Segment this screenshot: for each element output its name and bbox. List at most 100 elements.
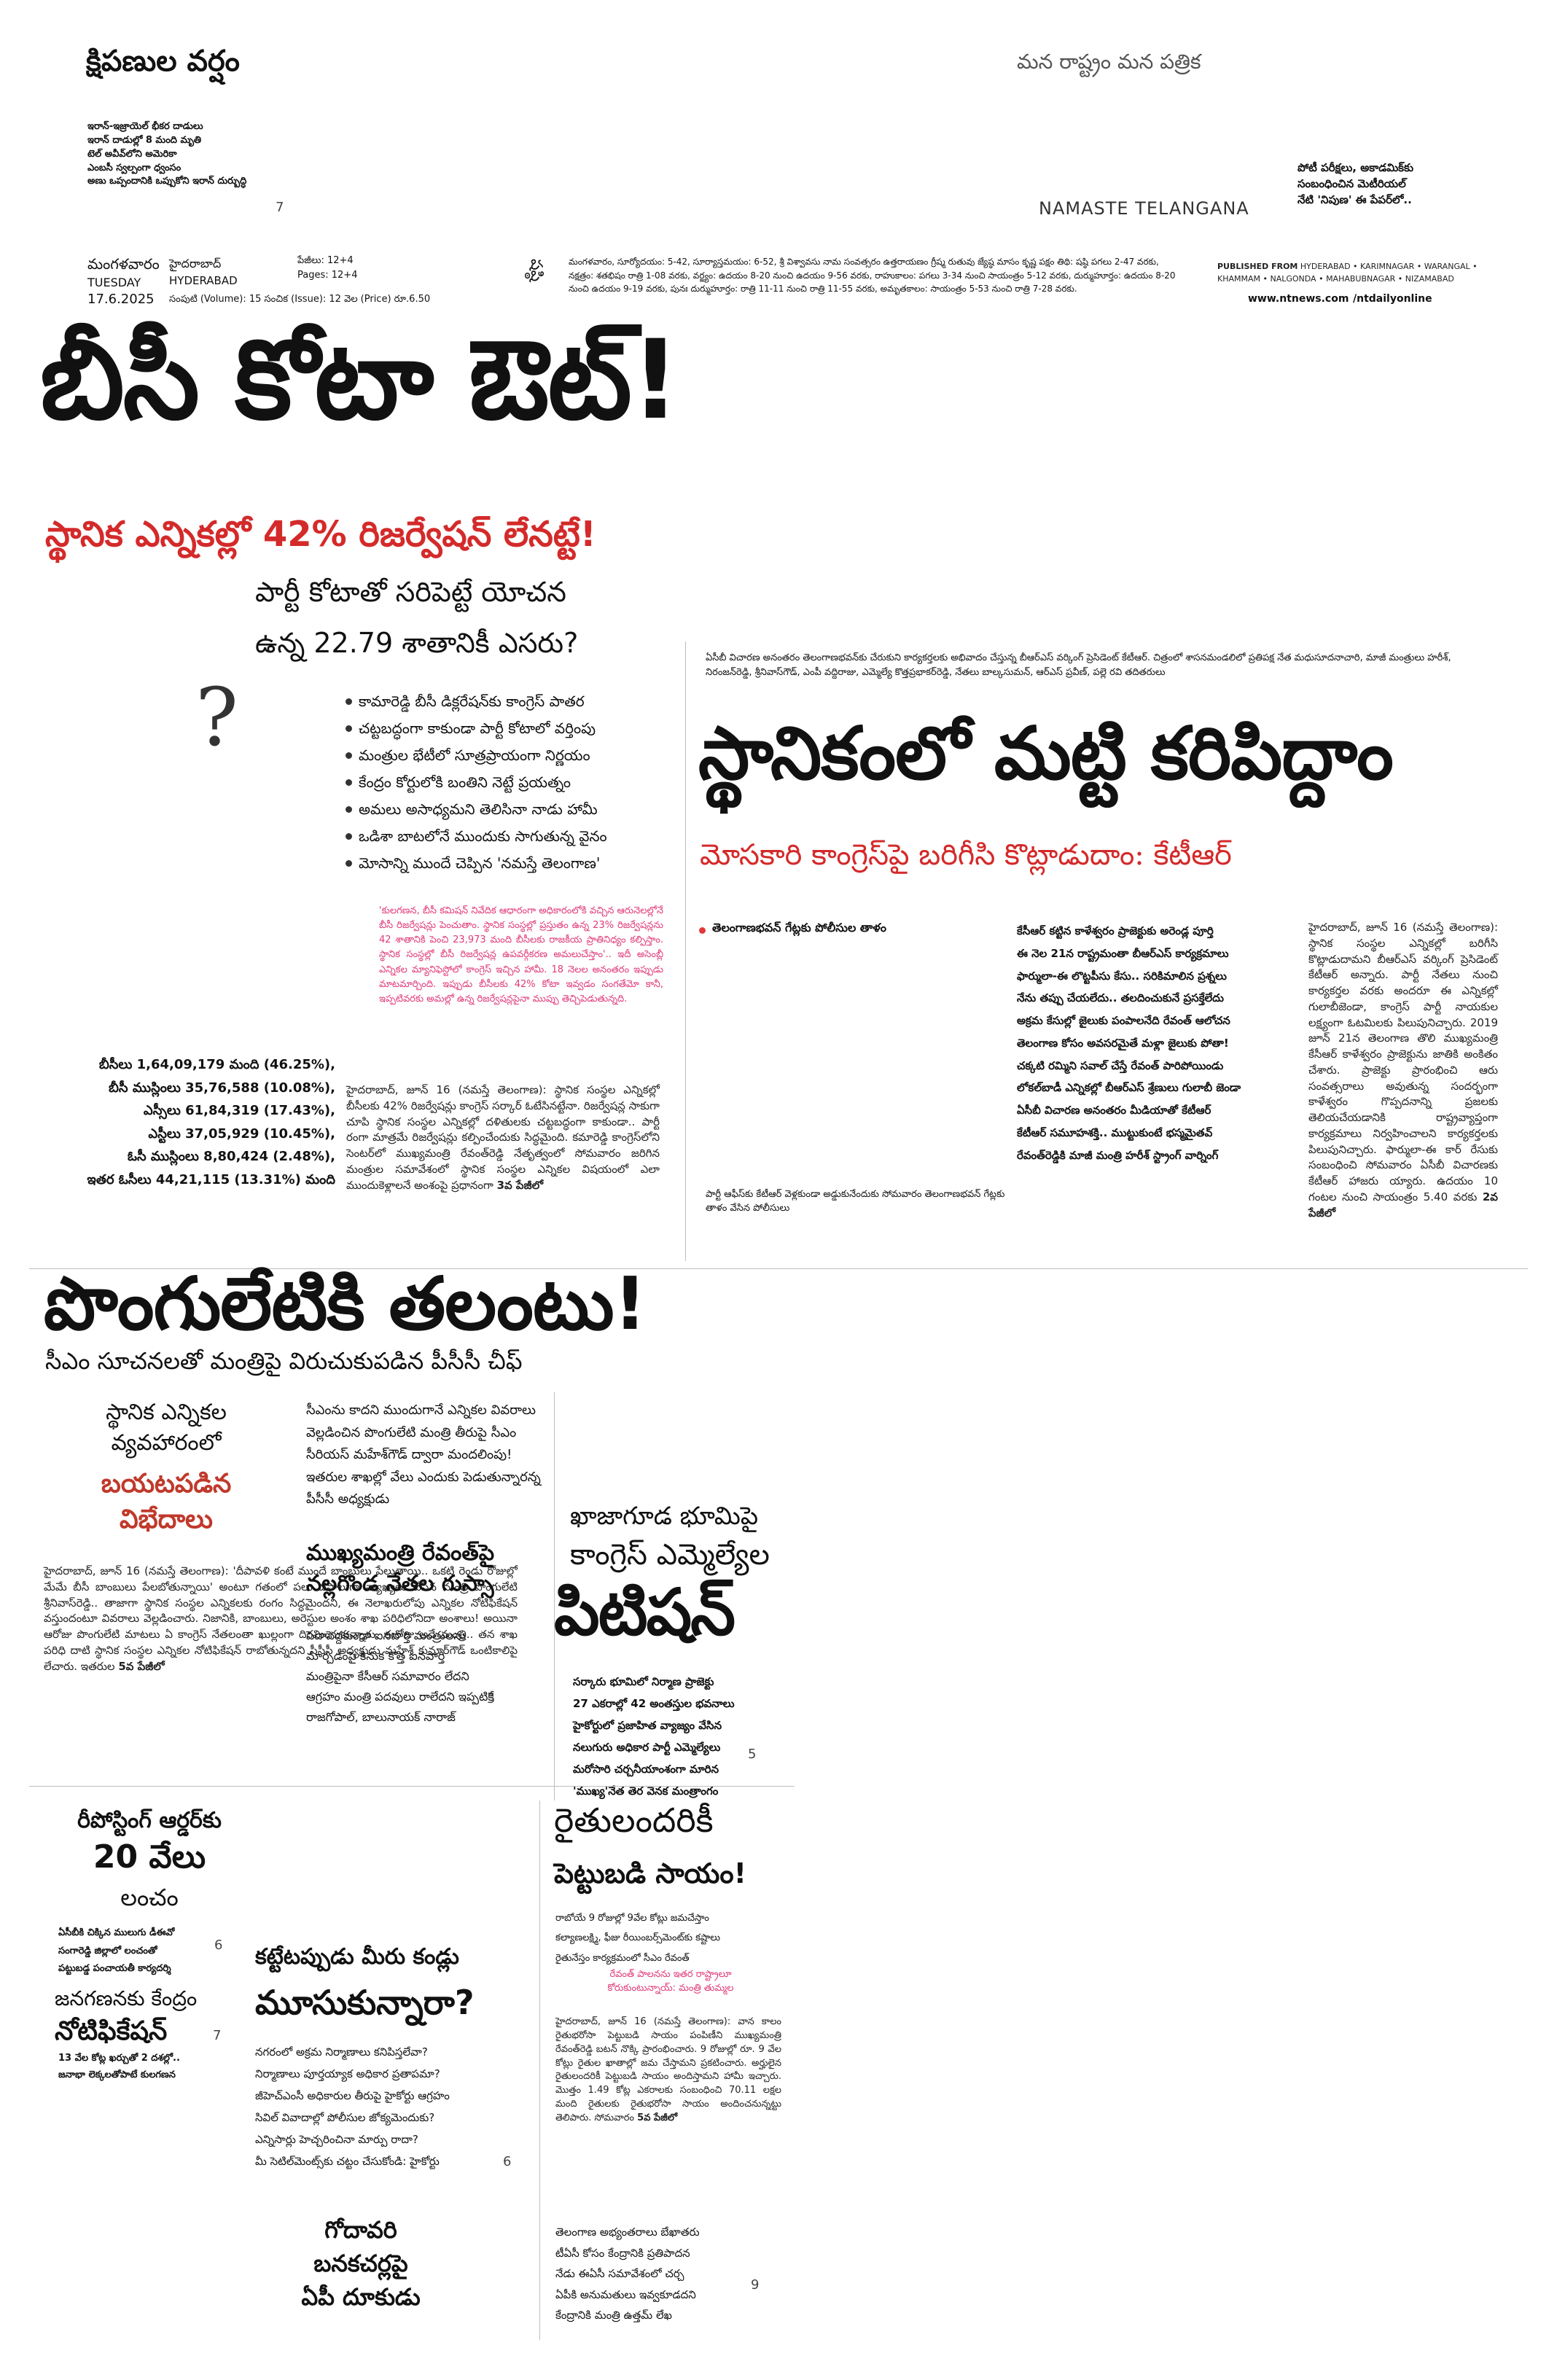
ear-left-line: ఇరాన్ దాడుల్లో 8 మంది మృతి — [87, 134, 202, 146]
khajaguda-page: 5 — [748, 1747, 757, 1762]
godavari-line: ఏపీకి అనుమతులు ఇవ్వకూడదని — [555, 2287, 696, 2301]
lead-deck-1: పార్టీ కోటాతో సరిపెట్టే యోచన — [255, 576, 566, 608]
ear-left-line: ఎంబసీ స్వల్పంగా ధ్వంసం — [87, 162, 182, 173]
ktr-subhead: మోసకారి కాంగ్రెస్‌పై బరిగీసి కొట్లాడుదాం… — [700, 838, 1232, 872]
eyes-lines: నగరంలో అక్రమ నిర్మాణాలు కనిపిస్తలేవా? ని… — [255, 2041, 532, 2172]
published-cities: HYDERABAD • KARIMNAGAR • WARANGAL • KHAM… — [1217, 262, 1478, 284]
lead-subhead: స్థానిక ఎన్నికల్లో 42% రిజర్వేషన్ లేనట్ట… — [45, 514, 596, 555]
posting-title-1: రీపోస్టింగ్ ఆర్డర్‌కు — [77, 1808, 222, 1833]
janagana-headline[interactable]: జనగణనకు కేంద్రం నోటిఫికేషన్ — [55, 1986, 244, 2053]
eyes-line: మీ సెటిల్‌మెంట్స్‌కు చట్టం చేసుకోండి: హై… — [255, 2155, 440, 2168]
janagana-page: 7 — [213, 2028, 222, 2043]
lead-continued[interactable]: 3వ పేజీలో — [496, 1178, 543, 1192]
lead-body: హైదరాబాద్, జూన్ 16 (నమస్తే తెలంగాణ): స్థ… — [346, 1082, 660, 1193]
khajaguda-line: నలుగురు అధికార పార్టీ ఎమ్మెల్యేలు — [573, 1741, 721, 1754]
ponguleti-subhead: సీఎం సూచనలతో మంత్రిపై విరుచుకుపడిన పీసీస… — [45, 1347, 523, 1375]
ktr-continued[interactable]: 2వ పేజీలో — [1308, 1190, 1498, 1220]
janagana-line: 13 వేల కోట్ల ఖర్చుతో 2 దశల్లో.. — [58, 2053, 180, 2064]
farmers-line: రాబోయే 9 రోజుల్లో 9వేల కోట్లు జమచేస్తాం — [555, 1913, 709, 1924]
eyes-line: సివిల్ వివాదాల్లో పోలీసుల జోక్యమెందుకు? — [255, 2111, 435, 2124]
ponguleti-kicker: స్థానిక ఎన్నికల వ్యవహారంలో బయటపడిన విభేద… — [57, 1400, 276, 1537]
godavari-title-1: గోదావరి — [324, 2216, 397, 2244]
godavari-title-2: బనకచర్లపై — [313, 2250, 408, 2277]
caste-stats: బీసీలు 1,64,09,179 మంది (46.25%), బీసీ మ… — [44, 1053, 335, 1191]
pages-english: Pages: 12+4 — [297, 270, 358, 281]
ear-left-title[interactable]: క్షిపణుల వర్షం — [86, 44, 240, 78]
ktr-photo-caption-2: పార్టీ ఆఫీస్‌కు కేటీఆర్ వెళ్లకుండా అడ్డు… — [706, 1189, 1005, 1214]
khajaguda-line: సర్కారు భూమిలో నిర్మాణ ప్రాజెక్టు — [573, 1675, 714, 1688]
farmers-line: రైతునేస్తం కార్యక్రమంలో సీఎం రేవంత్ — [555, 1952, 690, 1964]
section-rule — [29, 1268, 1528, 1269]
website-link[interactable]: www.ntnews.com — [1248, 293, 1349, 305]
ear-left-line: అణు ఒప్పందానికి ఒప్పుకోని ఇరాన్ దుర్బుద్… — [87, 176, 247, 187]
ponguleti-body: హైదరాబాద్, జూన్ 16 (నమస్తే తెలంగాణ): 'దీ… — [44, 1564, 518, 1674]
day-telugu: మంగళవారం — [87, 255, 160, 273]
lead-deck-2: ఉన్న 22.79 శాతానికీ ఎసరు? — [255, 627, 579, 659]
farmers-title-2[interactable]: పెట్టుబడి సాయం! — [554, 1857, 746, 1889]
ear-right-line: సంబంధించిన మెటీరియల్ — [1298, 176, 1406, 190]
lead-pink-box: 'కులగణన, బీసీ కమిషన్ నివేదిక ఆధారంగా అధి… — [379, 905, 663, 1004]
ktr-point: రేవంత్‌రెడ్డికి మాజీ మంత్రి హరీశ్ స్ట్రా… — [1017, 1148, 1219, 1162]
khajaguda-kicker: ఖాజాగూడ భూమిపై — [570, 1502, 758, 1531]
eyes-title-2[interactable]: మూసుకున్నారా? — [255, 1983, 475, 2022]
khajaguda-line: హైకోర్టులో ప్రజాహిత వ్యాజ్యం వేసిన — [573, 1719, 722, 1732]
godavari-headline[interactable]: గోదావరి బనకచర్లపై ఏపీ దూకుడు — [255, 2216, 467, 2317]
ktr-point: లోకల్‌బాడీ ఎన్నికల్లో బీఆర్‌ఎస్ శ్రేణులు… — [1017, 1081, 1241, 1095]
farmers-body: హైదరాబాద్, జూన్ 16 (నమస్తే తెలంగాణ): వాన… — [555, 2016, 781, 2126]
published-from: PUBLISHED FROM HYDERABAD • KARIMNAGAR • … — [1217, 261, 1494, 285]
column-rule — [554, 1392, 555, 1800]
janagana-lines: 13 వేల కోట్ల ఖర్చుతో 2 దశల్లో.. జనాభా లె… — [58, 2050, 248, 2084]
janagana-title-2: నోటిఫికేషన్ — [55, 2016, 168, 2046]
volume-line: సంపుటి (Volume): 15 సంచిక (Issue): 12 వె… — [169, 294, 431, 305]
section-rule — [29, 1786, 795, 1787]
janagana-title-1: జనగణనకు కేంద్రం — [55, 1986, 198, 2010]
city-telugu: హైదరాబాద్ — [169, 257, 222, 270]
kicker-red: బయటపడిన విభేదాలు — [101, 1469, 232, 1534]
lead-bullet: అమలు అసాధ్యమని తెలిసినా నాడు హామీ — [343, 796, 663, 823]
eyes-line: నగరంలో అక్రమ నిర్మాణాలు కనిపిస్తలేవా? — [255, 2045, 428, 2059]
khajaguda-big[interactable]: పిటిషన్ — [554, 1575, 735, 1650]
ear-right-line: నేటి 'నిపుణ' ఈ పేపర్‌లో.. — [1298, 192, 1412, 206]
social-link[interactable]: /ntdailyonline — [1353, 293, 1432, 305]
masthead-english-name: NAMASTE TELANGANA — [1039, 198, 1249, 219]
eyes-line: ఎన్నిసార్లు హెచ్చరించినా మార్పు రాదా? — [255, 2133, 418, 2146]
cm-box-headline[interactable]: ముఖ్యమంత్రి రేవంత్‌పై నల్లగొండ నేతల గుస్… — [306, 1540, 495, 1596]
ktr-point: కేటీఆర్ సమూహశక్తి.. ముట్టుకుంటే భస్మమైతవ… — [1017, 1125, 1213, 1139]
posting-title-2: 20 వేలు — [93, 1838, 206, 1876]
stat-line: ఓసీ ముస్లింలు 8,80,424 (2.48%), — [127, 1149, 335, 1164]
posting-line: పట్టుబడ్డ పంచాయతీ కార్యదర్శి — [58, 1963, 171, 1975]
ponguleti-continued[interactable]: 5వ పేజీలో — [118, 1659, 165, 1673]
ktr-bullet-list: తెలంగాణభవన్ గేట్లకు పోలీసుల తాళం — [696, 917, 1002, 939]
posting-headline[interactable]: రీపోస్టింగ్ ఆర్డర్‌కు 20 వేలు లంచం — [51, 1808, 248, 1917]
eyes-title-1: కట్టేటప్పుడు మీరు కండ్లు — [255, 1944, 459, 1970]
ktr-point: ఏసీబీ విచారణ అనంతరం మీడియాతో కేటీఆర్ — [1017, 1104, 1211, 1117]
ktr-point: అక్రమ కేసుల్లో జైలుకు పంపాలనేది రేవంత్ ఆ… — [1017, 1014, 1230, 1027]
day-english: TUESDAY — [87, 276, 141, 289]
kicker-line-2: వ్యవహారంలో — [111, 1430, 222, 1456]
stat-line: బీసీ ముస్లింలు 35,76,588 (10.08%), — [109, 1080, 335, 1096]
farmers-red-note: రేవంత్ పాలనను ఇతర రాష్ట్రాలూ కోరుకుంటున్… — [607, 1969, 734, 1994]
godavari-line: నేడు ఈఏసీ సమావేశంలో చర్చ — [555, 2267, 684, 2280]
farmers-lines: రాబోయే 9 రోజుల్లో 9వేల కోట్లు జమచేస్తాం … — [555, 1908, 796, 1968]
ktr-headline[interactable]: స్థానికంలో మట్టి కరిపిద్దాం — [698, 711, 1394, 796]
godavari-title-3: ఏపీ దూకుడు — [301, 2283, 421, 2311]
lead-bullet: మోసాన్ని ముందే చెప్పిన 'నమస్తే తెలంగాణ' — [343, 850, 663, 877]
farmers-continued[interactable]: 5వ పేజీలో — [637, 2112, 678, 2123]
ktr-point: నేను తప్పు చేయలేదు.. తలదించుకునే ప్రసక్త… — [1017, 991, 1224, 1005]
brand-line: మన రాష్ట్రం మన పత్రిక — [1017, 50, 1201, 74]
lead-bullet: మంత్రుల భేటీలో సూత్రప్రాయంగా నిర్ణయం — [343, 742, 663, 769]
ponguleti-headline[interactable]: పొంగులేటికి తలంటు! — [44, 1261, 647, 1346]
lead-headline[interactable]: బీసీ కోటా ఔట్! — [40, 317, 680, 444]
ear-right[interactable]: పోటీ పరీక్షలు, అకాడమిక్‌కు సంబంధించిన మె… — [1298, 160, 1487, 208]
ponguleti-body-text: హైదరాబాద్, జూన్ 16 (నమస్తే తెలంగాణ): 'దీ… — [44, 1564, 518, 1673]
farmers-body-text: హైదరాబాద్, జూన్ 16 (నమస్తే తెలంగాణ): వాన… — [555, 2016, 781, 2123]
panchang: మంగళవారం, సూర్యోదయం: 5-42, సూర్యాస్తమయం:… — [569, 257, 1176, 294]
stat-line: బీసీలు 1,64,09,179 మంది (46.25%), — [98, 1057, 335, 1072]
godavari-lines: తెలంగాణ అభ్యంతరాలు బేఖాతరు టీఏసీ కోసం కే… — [555, 2222, 774, 2326]
question-mark: ? — [195, 671, 238, 764]
stat-line: ఎస్టీలు 37,05,929 (10.45%), — [148, 1125, 335, 1142]
eyes-line: జీహెచ్‌ఎంసీ అధికారుల తీరుపై హైకోర్టు ఆగ్… — [255, 2089, 450, 2102]
farmers-title-1: రైతులందరికీ — [554, 1800, 714, 1840]
farmers-line: కల్యాణలక్ష్మి, ఫీజు రీయింబర్స్‌మెంట్‌కు … — [555, 1932, 720, 1944]
column-rule — [539, 1800, 540, 2340]
